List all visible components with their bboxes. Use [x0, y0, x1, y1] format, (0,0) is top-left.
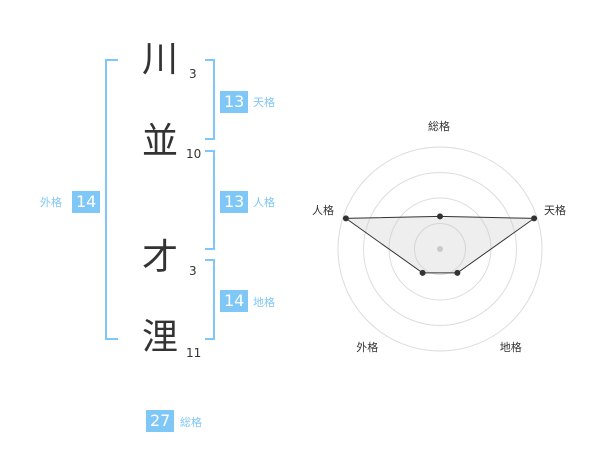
- radar-axis-label-4: 外格: [356, 340, 379, 354]
- name-char-1: 川: [142, 39, 179, 80]
- gaikaku-value: 14: [72, 191, 101, 213]
- radar-center-point: [437, 246, 443, 252]
- tenkaku-label: 天格: [253, 96, 275, 109]
- tenkaku-value: 13: [220, 91, 249, 113]
- name-char-4: 浬: [142, 317, 179, 358]
- soukaku-label: 総格: [180, 416, 202, 429]
- soukaku-value: 27: [146, 410, 175, 432]
- chikaku-value: 14: [220, 290, 249, 312]
- radar-axis-label-3: 地格: [499, 340, 522, 354]
- stroke-count-3: 3: [189, 264, 197, 278]
- radar-ring: [337, 146, 543, 352]
- stroke-count-1: 3: [189, 67, 197, 81]
- radar-point-3: [454, 269, 461, 276]
- gaikaku-bracket: [105, 59, 118, 340]
- radar-series-polygon: [344, 215, 536, 274]
- jinkaku-value: 13: [220, 191, 249, 213]
- radar-axis-label-1: 総格: [428, 120, 450, 133]
- gaikaku-label: 外格: [40, 196, 62, 209]
- radar-point-4: [419, 269, 426, 276]
- name-char-2: 並: [142, 121, 179, 162]
- radar-point-2: [531, 215, 538, 222]
- name-char-3: 才: [142, 237, 179, 278]
- jinkaku-bracket: [205, 150, 215, 250]
- radar-ring: [363, 172, 517, 326]
- chikaku-label: 地格: [253, 296, 275, 309]
- tenkaku-bracket: [205, 59, 215, 140]
- radar-axis-label-2: 天格: [544, 204, 567, 218]
- radar-point-5: [342, 215, 349, 222]
- radar-ring: [414, 223, 466, 275]
- jinkaku-label: 人格: [253, 196, 275, 209]
- chikaku-bracket: [205, 259, 215, 340]
- radar-axis-label-5: 人格: [311, 204, 334, 218]
- stroke-count-4: 11: [186, 346, 202, 360]
- stroke-count-2: 10: [186, 147, 202, 161]
- radar-point-1: [437, 213, 443, 220]
